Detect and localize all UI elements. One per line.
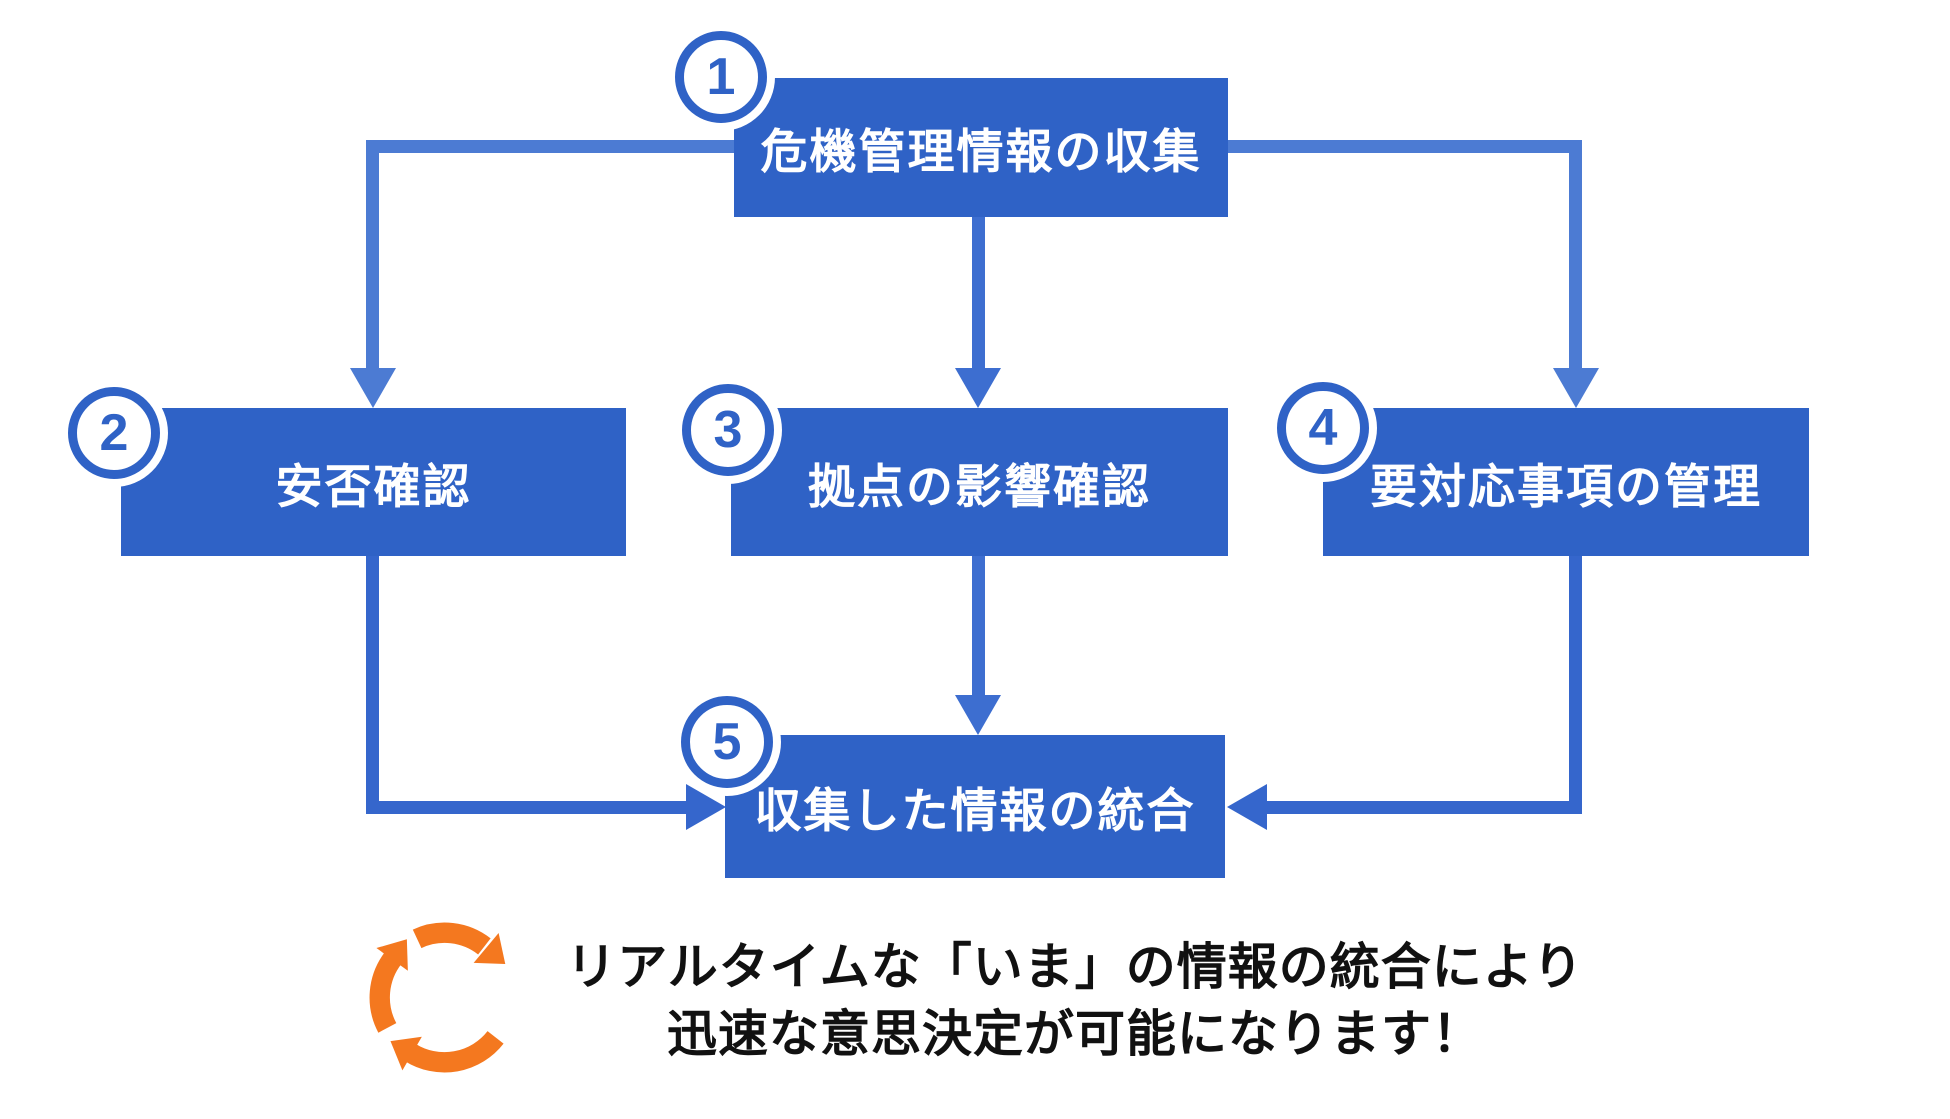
flow-box-integrate-info: 収集した情報の統合 [725, 735, 1225, 878]
flow-box-label: 収集した情報の統合 [754, 784, 1196, 837]
flow-box-collect-info: 危機管理情報の収集 [734, 78, 1228, 217]
flow-box-label: 要対応事項の管理 [1370, 459, 1762, 513]
footer-message-line2: 迅速な意思決定が可能になります！ [667, 1006, 1483, 1062]
flow-box-action-items: 要対応事項の管理 [1323, 408, 1809, 556]
footer-message-line1: リアルタイムな「いま」の情報の統合により [566, 939, 1584, 995]
arrowhead-down-icon [955, 695, 1001, 735]
step-number: 2 [99, 404, 129, 462]
connector-4-5-vertical [1569, 556, 1582, 814]
connector-4-5-horizontal [1266, 801, 1582, 814]
step-number: 4 [1308, 399, 1338, 457]
connector-2-5-horizontal [366, 801, 686, 814]
arrowhead-down-icon [350, 368, 396, 408]
step-badge-2: 2 [68, 387, 160, 479]
connector-2-5-vertical [366, 556, 379, 814]
connector-1-2-vertical [366, 140, 379, 368]
flow-box-safety-check: 安否確認 [121, 408, 626, 556]
footer-message: リアルタイムな「いま」の情報の統合により 迅速な意思決定が可能になります！ [560, 934, 1590, 1068]
arrowhead-down-icon [1553, 368, 1599, 408]
arrowhead-right-icon [686, 784, 726, 830]
arrowhead-down-icon [955, 368, 1001, 408]
step-number: 3 [713, 401, 743, 459]
step-badge-5: 5 [681, 696, 773, 788]
step-number: 1 [706, 48, 736, 106]
connector-1-4-vertical [1569, 140, 1582, 368]
flow-box-site-impact: 拠点の影響確認 [731, 408, 1228, 556]
connector-1-3-vertical [972, 217, 985, 368]
cycle-refresh-icon [352, 905, 537, 1090]
step-number: 5 [712, 713, 742, 771]
arrowhead-left-icon [1227, 784, 1267, 830]
flow-box-label: 安否確認 [275, 459, 472, 513]
flow-box-label: 拠点の影響確認 [808, 459, 1151, 513]
connector-3-5-vertical [972, 556, 985, 695]
step-badge-3: 3 [682, 384, 774, 476]
connector-1-2-horizontal [366, 140, 734, 153]
step-badge-4: 4 [1277, 382, 1369, 474]
flow-box-label: 危機管理情報の収集 [760, 125, 1202, 178]
step-badge-1: 1 [675, 31, 767, 123]
connector-1-4-horizontal [1228, 140, 1582, 153]
